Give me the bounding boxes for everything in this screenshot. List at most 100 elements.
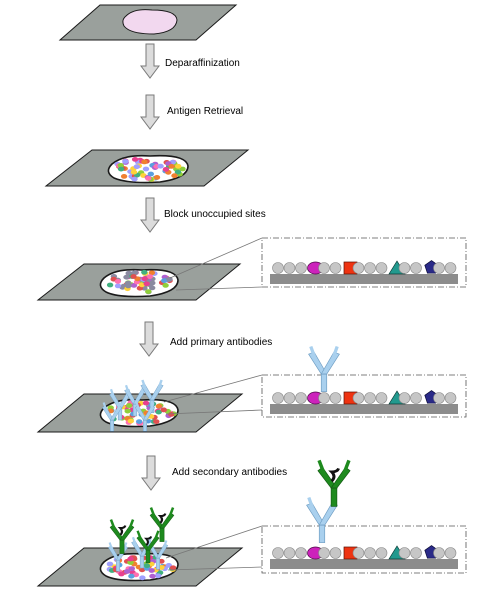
blocking-protein xyxy=(398,547,411,559)
tissue-cell xyxy=(106,282,114,288)
blocking-protein xyxy=(318,392,330,404)
blocking-protein xyxy=(318,262,330,274)
tissue-cell xyxy=(153,419,160,424)
tissue-cell xyxy=(131,157,139,162)
tissue-cell xyxy=(171,173,178,179)
tissue-cell xyxy=(154,573,162,579)
tissue-cell xyxy=(147,171,154,177)
blocking-protein xyxy=(364,392,376,404)
tissue-cell xyxy=(127,560,134,565)
tissue-cell xyxy=(169,565,177,571)
tissue-section-icon xyxy=(99,268,179,298)
tissue-cell xyxy=(153,175,161,180)
tissue-cell xyxy=(148,568,155,573)
blocking-protein xyxy=(318,547,330,559)
tissue-cell xyxy=(136,419,143,424)
tissue-cell xyxy=(155,409,162,415)
tissue-cell xyxy=(127,556,134,562)
tissue-cell xyxy=(127,418,134,424)
blocking-protein xyxy=(329,262,342,274)
tissue-cell xyxy=(130,283,138,288)
tissue-cell xyxy=(106,561,114,567)
tissue-cell xyxy=(124,408,131,414)
blocking-protein xyxy=(283,262,296,274)
antibody-icon xyxy=(306,344,342,394)
blocking-protein xyxy=(375,547,388,559)
blocking-protein xyxy=(433,262,445,274)
antibody-icon xyxy=(304,458,352,545)
blocking-protein xyxy=(329,392,342,404)
tissue-cell xyxy=(123,569,131,574)
tissue-cell xyxy=(143,563,151,569)
zoom-panel-primary xyxy=(261,374,467,418)
arrow-down-icon xyxy=(140,43,160,79)
blocking-protein xyxy=(352,392,365,404)
blocking-protein xyxy=(410,262,422,274)
tissue-cell xyxy=(168,164,175,169)
tissue-cell xyxy=(122,159,129,164)
slide-surface xyxy=(270,274,458,284)
blocking-protein xyxy=(364,547,376,559)
tissue-cell xyxy=(157,163,164,169)
step-label-add-primary-antibodies: Add primary antibodies xyxy=(170,337,272,348)
step-label-add-secondary-antibodies: Add secondary antibodies xyxy=(172,467,287,478)
tissue-cell xyxy=(123,274,130,280)
blocking-protein xyxy=(283,392,296,404)
slide-1 xyxy=(58,4,238,41)
blocking-protein xyxy=(433,392,445,404)
step-label-antigen-retrieval: Antigen Retrieval xyxy=(167,106,243,117)
blocking-protein xyxy=(410,547,422,559)
tissue-section-icon xyxy=(107,154,189,184)
arrow-down-icon xyxy=(139,321,159,357)
arrow-down-icon xyxy=(141,455,161,491)
tissue-cell xyxy=(124,280,132,286)
slide-5 xyxy=(36,506,263,587)
tissue-cell xyxy=(139,575,146,581)
slide-2 xyxy=(44,149,250,187)
tissue-cell xyxy=(133,164,140,170)
tissue-section-icon xyxy=(122,9,178,35)
tissue-cell xyxy=(168,412,175,417)
blocking-protein xyxy=(272,392,284,404)
tissue-cell xyxy=(120,174,128,179)
tissue-cell xyxy=(149,285,156,291)
slide-surface xyxy=(270,404,458,414)
blocking-protein xyxy=(375,262,388,274)
blocking-protein xyxy=(433,547,445,559)
tissue-cell xyxy=(130,169,138,175)
tissue-cell xyxy=(162,283,169,288)
tissue-cell xyxy=(166,276,173,282)
blocking-protein xyxy=(272,547,284,559)
tissue-cell xyxy=(160,407,167,413)
tissue-cell xyxy=(174,169,182,175)
slide-3 xyxy=(36,237,263,301)
tissue-cell xyxy=(118,571,125,577)
blocking-protein xyxy=(410,392,422,404)
tissue-cell xyxy=(130,274,137,279)
tissue-cell xyxy=(114,283,122,289)
tissue-cell xyxy=(142,166,150,172)
blocking-protein xyxy=(375,392,388,404)
tissue-cell xyxy=(146,274,153,279)
tissue-cell xyxy=(148,270,156,276)
slide-surface xyxy=(270,559,458,569)
zoom-panel-secondary xyxy=(261,525,467,574)
tissue-cell xyxy=(141,276,148,282)
tissue-cell xyxy=(141,159,148,165)
zoom-panel-blocked xyxy=(261,237,467,288)
tissue-cell xyxy=(145,289,152,294)
blocking-protein xyxy=(295,547,307,559)
arrow-down-icon xyxy=(140,197,160,233)
blocking-protein xyxy=(295,262,307,274)
tissue-cell xyxy=(179,166,186,172)
blocking-protein xyxy=(295,392,307,404)
tissue-cell xyxy=(138,282,146,288)
blocking-protein xyxy=(329,547,342,559)
tissue-cell xyxy=(117,166,125,172)
blocking-protein xyxy=(444,392,457,404)
tissue-cell xyxy=(143,281,150,287)
tissue-cell xyxy=(149,573,156,579)
blocking-protein xyxy=(444,547,457,559)
blocking-protein xyxy=(283,547,296,559)
